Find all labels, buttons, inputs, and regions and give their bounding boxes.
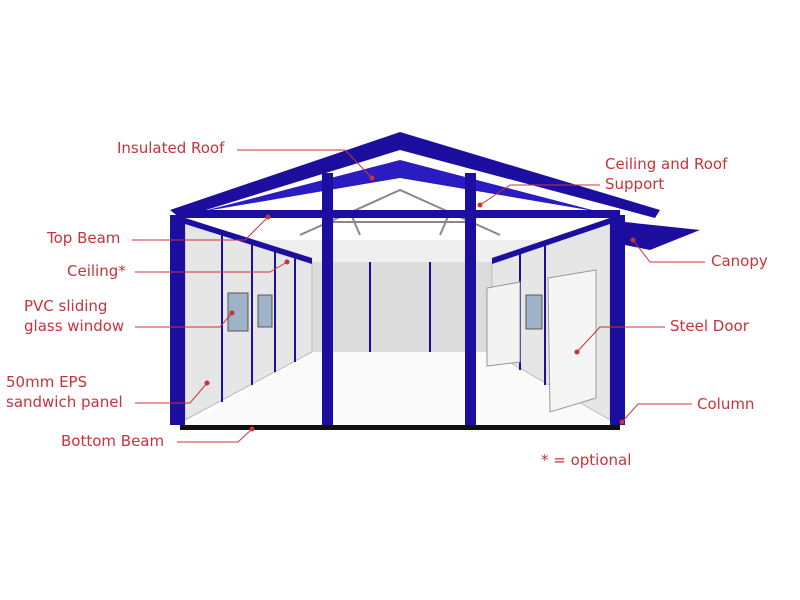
optional-note: * = optional [541, 451, 632, 469]
marker-dot [284, 259, 290, 265]
label-ceiling: Ceiling* [67, 262, 126, 280]
label-eps-panel-line2: sandwich panel [6, 393, 123, 411]
marker-dot [477, 202, 483, 208]
bottom-beam [180, 425, 620, 430]
label-pvc-window-line1: PVC sliding [24, 297, 108, 315]
top-beam-side [492, 218, 610, 264]
floor [180, 352, 620, 428]
column [170, 215, 185, 425]
marker-dot [229, 310, 235, 316]
marker-dot [574, 349, 580, 355]
label-eps-panel-line1: 50mm EPS [6, 373, 88, 391]
open-door [486, 281, 521, 367]
back-wall [312, 262, 492, 352]
label-pvc-window-line2: glass window [24, 317, 125, 335]
top-beam [180, 210, 620, 218]
marker-dot [249, 426, 255, 432]
label-top-beam: Top Beam [47, 229, 121, 247]
marker-dot [619, 419, 625, 425]
canopy [625, 222, 700, 250]
column [610, 215, 625, 425]
label-bottom-beam: Bottom Beam [61, 432, 165, 450]
steel-door [547, 269, 597, 413]
column [465, 173, 476, 430]
label-insulated-roof: Insulated Roof [117, 139, 225, 157]
label-ceiling-roof-support-line1: Ceiling and Roof [605, 155, 728, 173]
pvc-window [525, 294, 543, 330]
marker-dot [204, 380, 210, 386]
pvc-window [227, 292, 249, 332]
label-canopy: Canopy [711, 252, 768, 270]
marker-dot [265, 214, 271, 220]
top-beam-side [185, 218, 312, 264]
marker-dot [369, 175, 375, 181]
label-column: Column [697, 395, 755, 413]
marker-dot [630, 237, 636, 243]
label-ceiling-roof-support-line2: Support [605, 175, 665, 193]
label-steel-door: Steel Door [670, 317, 749, 335]
roof-inner [200, 160, 600, 212]
column [322, 173, 333, 430]
insulated-roof [170, 132, 660, 218]
pvc-window [257, 294, 273, 328]
